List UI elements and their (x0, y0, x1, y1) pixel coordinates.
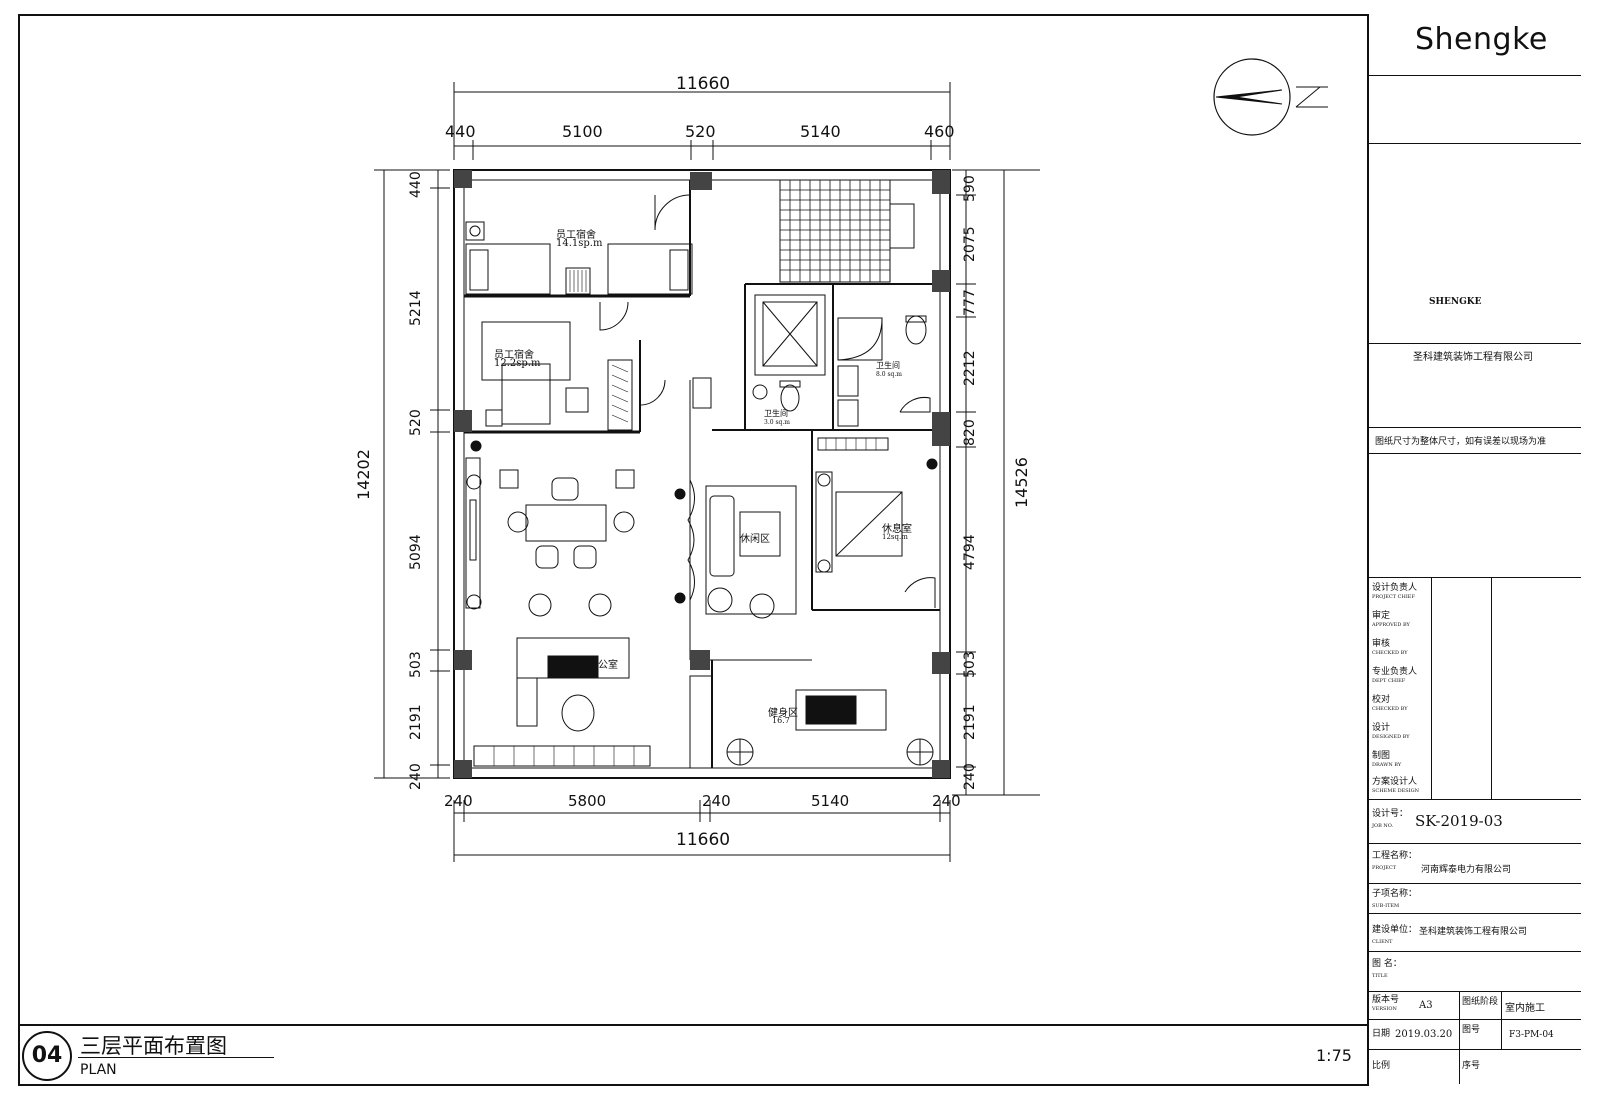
dim-bottom-total: 11660 (676, 830, 731, 850)
room-label-lounge: 休闲区 (740, 534, 770, 545)
dim-left-seg: 503 (408, 651, 424, 678)
signature-table: 设计负责人 PROJECT CHIEF 审定 APPROVED BY 审核 CH… (1369, 578, 1581, 800)
dim-right-seg: 240 (962, 763, 978, 790)
company-info: 圣科建筑装饰工程有限公司 (1369, 344, 1581, 428)
room-area-gym: 16.7 (772, 716, 790, 725)
room-label-office: 公室 (598, 660, 618, 671)
room-area-dorm1: 14.1sp.m (556, 238, 603, 249)
dim-bottom-seg: 240 (702, 792, 731, 810)
dim-top-seg: 520 (685, 122, 716, 141)
north-arrow-icon (1213, 58, 1328, 136)
structural-columns (454, 170, 950, 778)
title-block: Shengke SHENGKE 圣科建筑装饰工程有限公司 图纸尺寸为整体尺寸，如… (1367, 14, 1581, 1086)
room-label-dorm1: 员工宿舍 (556, 230, 596, 241)
version-stage: 版本号 VERSION A3 图纸阶段 室内施工 (1369, 992, 1581, 1020)
drawing-scale: 1:75 (1316, 1046, 1352, 1065)
dim-left-total: 14202 (354, 449, 373, 500)
scale-seq: 比例 序号 (1369, 1050, 1581, 1084)
drawing-subtitle: PLAN (80, 1062, 117, 1078)
dim-top-seg: 460 (924, 122, 955, 141)
date-sheet: 日期 2019.03.20 图号 F3-PM-04 (1369, 1020, 1581, 1050)
logo-panel: SHENGKE (1369, 144, 1581, 344)
company-name: 圣科建筑装饰工程有限公司 (1413, 352, 1533, 363)
dim-right-total: 14526 (1012, 457, 1031, 508)
dim-left-seg: 5214 (408, 290, 424, 326)
room-label-rest: 休息室 (882, 524, 912, 535)
dim-right-seg: 503 (962, 651, 978, 678)
room-label-bath2: 卫生间 (764, 409, 788, 418)
dim-top-seg: 5100 (562, 122, 603, 141)
dim-right-seg: 2075 (962, 226, 978, 262)
project-name: 工程名称： PROJECT 河南辉泰电力有限公司 (1369, 844, 1581, 884)
dim-top-total: 11660 (676, 74, 731, 94)
dim-top-seg: 440 (445, 122, 476, 141)
drawing-name: 图 名： TITLE (1369, 952, 1581, 992)
sub-item: 子项名称： SUB-ITEM (1369, 884, 1581, 914)
dim-right-seg: 820 (962, 419, 978, 446)
license-info (1369, 76, 1581, 144)
dim-bottom-seg: 5800 (568, 792, 607, 810)
brand-name: Shengke (1415, 22, 1548, 57)
room-label-dorm2: 员工宿舍 (494, 350, 534, 361)
plant-icon (470, 440, 938, 604)
notes-header: 图纸尺寸为整体尺寸，如有误差以现场为准 (1369, 428, 1581, 454)
logo-caption: SHENGKE (1429, 297, 1482, 307)
dim-right-seg: 2212 (962, 350, 978, 386)
dim-left-seg: 520 (408, 409, 424, 436)
drawing-number: 04 (22, 1031, 72, 1081)
room-area-dorm2: 12.2sp.m (494, 358, 541, 369)
dim-bottom-seg: 5140 (811, 792, 850, 810)
room-area-bath2: 3.0 sq.m (764, 419, 790, 426)
dim-left-seg: 2191 (408, 704, 424, 740)
client: 建设单位： CLIENT 圣科建筑装饰工程有限公司 (1369, 914, 1581, 952)
room-area-bath1: 8.0 sq.m (876, 371, 902, 378)
dim-right-seg: 590 (962, 175, 978, 202)
drawing-title: 三层平面布置图 (80, 1034, 227, 1058)
job-number: 设计号： JOB NO. SK-2019-03 (1369, 800, 1581, 844)
room-area-rest: 12sq.m (882, 533, 908, 541)
dim-left-seg: 440 (408, 171, 424, 198)
drawing-title-bar: 04 三层平面布置图 PLAN 1:75 (18, 1024, 1367, 1086)
dim-left-seg: 5094 (408, 534, 424, 570)
notes-body (1369, 454, 1581, 578)
title-block-logo: Shengke (1369, 14, 1581, 76)
dim-bottom-seg: 240 (444, 792, 473, 810)
dim-right-seg: 2191 (962, 704, 978, 740)
dim-right-seg: 4794 (962, 534, 978, 570)
dim-bottom-seg: 240 (932, 792, 961, 810)
dim-right-seg: 777 (962, 289, 978, 316)
room-label-gym: 健身区 (768, 708, 798, 719)
dim-left-seg: 240 (408, 763, 424, 790)
room-label-bath1: 卫生间 (876, 361, 900, 370)
dim-top-seg: 5140 (800, 122, 841, 141)
